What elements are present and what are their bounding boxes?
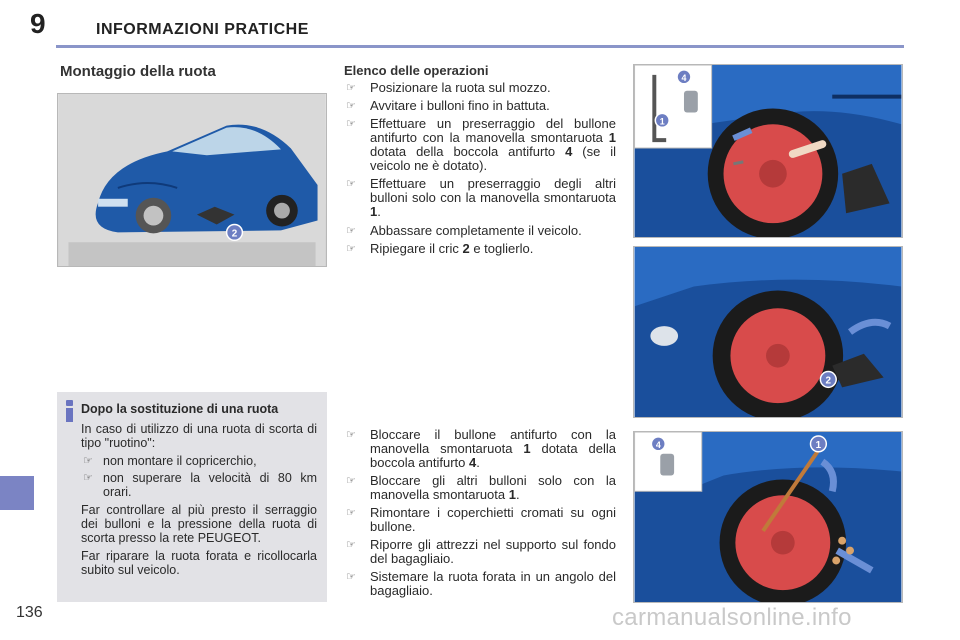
step-text: (se il veicolo ne è dotato). [370,144,616,173]
pointing-hand-icon: ☞ [346,507,356,519]
step-text: Riporre gli attrezzi nel supporto sul fo… [370,537,616,566]
tool-number: 1 [370,204,378,219]
callout-jack-label: 2 [826,375,832,386]
jack-folding-illustration: 2 [633,246,903,418]
step-text: Effettuare un preserraggio degli altri b… [370,176,616,205]
step-text: Posizionare la ruota sul mozzo. [370,80,551,95]
callout-jack-label: 2 [232,228,238,239]
tool-number: 2 [462,241,470,256]
pointing-hand-icon: ☞ [346,100,356,112]
pointing-hand-icon: ☞ [346,475,356,487]
callout-wrench-label: 1 [660,116,665,126]
operations-title: Elenco delle operazioni [344,63,489,78]
operations-list: ☞ Posizionare la ruota sul mozzo. ☞ Avvita… [344,81,616,223]
operation-step: ☞ Bloccare il bullone antifurto con la ma… [344,428,616,470]
step-text: Ripiegare il cric [370,241,463,256]
info-intro: In caso di utilizzo di una ruota di scor… [81,422,317,450]
info-box: Dopo la sostituzione di una ruota In cas… [57,392,327,602]
operation-step: ☞ Abbassare completamente il veicolo. [344,224,616,238]
step-text: dotata della boccola antifurto [370,441,616,470]
page-number: 136 [16,604,43,621]
step-text: e toglierlo. [469,241,534,256]
info-bullet: ☞ non montare il copricerchio, [81,454,317,468]
operations-list: ☞ Abbassare completamente il veicolo. ☞ Ri… [344,224,616,260]
pointing-hand-icon: ☞ [346,429,356,441]
step-text: Bloccare il bullone antifurto con la man… [370,427,616,456]
callout-socket-label: 4 [656,440,661,450]
chapter-title: INFORMAZIONI PRATICHE [96,21,309,38]
operations-list: ☞ Bloccare il bullone antifurto con la ma… [344,428,616,602]
info-bullet-text: non superare la velocità di 80 km orari. [103,471,317,499]
operation-step: ☞ Sistemare la ruota forata in un angolo … [344,570,616,598]
pointing-hand-icon: ☞ [346,539,356,551]
step-text: Sistemare la ruota forata in un angolo d… [370,569,616,598]
step-text: Abbassare completamente il veicolo. [370,223,582,238]
pointing-hand-icon: ☞ [346,82,356,94]
tool-number: 1 [523,441,531,456]
info-para: Far riparare la ruota forata e ricolloca… [81,549,317,577]
operation-step: ☞ Rimontare i coperchietti cromati su ogn… [344,506,616,534]
info-bullets: ☞ non montare il copricerchio, ☞ non super… [81,454,317,499]
operation-step: ☞ Riporre gli attrezzi nel supporto sul f… [344,538,616,566]
tool-number: 1 [508,487,516,502]
info-bullet-text: non montare il copricerchio, [103,454,257,468]
car-on-jack-illustration: 2 [57,93,327,267]
operation-step: ☞ Effettuare un preserraggio del bullone … [344,117,616,173]
header-rule [56,45,904,48]
pointing-hand-icon: ☞ [83,472,93,484]
pointing-hand-icon: ☞ [346,118,356,130]
operation-step: ☞ Avvitare i bulloni fino in battuta. [344,99,616,113]
watermark: carmanualsonline.info [612,604,852,631]
step-text: . [515,487,520,502]
step-text: Bloccare gli altri bulloni solo con la m… [370,473,616,502]
operation-step: ☞ Effettuare un preserraggio degli altri … [344,177,616,219]
tool-number: 4 [565,144,573,159]
pointing-hand-icon: ☞ [346,243,356,255]
info-title: Dopo la sostituzione di una ruota [81,402,279,416]
operation-step: ☞ Posizionare la ruota sul mozzo. [344,81,616,95]
info-icon [63,400,75,422]
callout-wrench-label: 1 [816,440,822,451]
pointing-hand-icon: ☞ [83,455,93,467]
tool-number: 4 [469,455,477,470]
step-text: . [476,455,480,470]
chapter-number: 9 [30,8,46,39]
section-title: Montaggio della ruota [60,63,216,80]
pointing-hand-icon: ☞ [346,571,356,583]
info-para: Far controllare al più presto il serragg… [81,503,317,545]
tool-number: 1 [608,130,616,145]
pointing-hand-icon: ☞ [346,178,356,190]
info-bullet: ☞ non superare la velocità di 80 km orari… [81,471,317,499]
operation-step: ☞ Ripiegare il cric 2 e toglierlo. [344,242,616,256]
callout-socket-label: 4 [682,73,687,83]
step-text: dotata della boccola antifurto [370,144,566,159]
wheel-fitting-illustration: 4 1 [633,64,903,238]
operation-step: ☞ Bloccare gli altri bulloni solo con la … [344,474,616,502]
pointing-hand-icon: ☞ [346,225,356,237]
step-text: Avvitare i bulloni fino in battuta. [370,98,550,113]
step-text: . [377,204,381,219]
bolt-tightening-illustration: 4 1 [633,431,903,603]
chapter-tab-marker [0,476,34,510]
step-text: Rimontare i coperchietti cromati su ogni… [370,505,616,534]
step-text: Effettuare un preserraggio del bullone a… [370,116,616,145]
